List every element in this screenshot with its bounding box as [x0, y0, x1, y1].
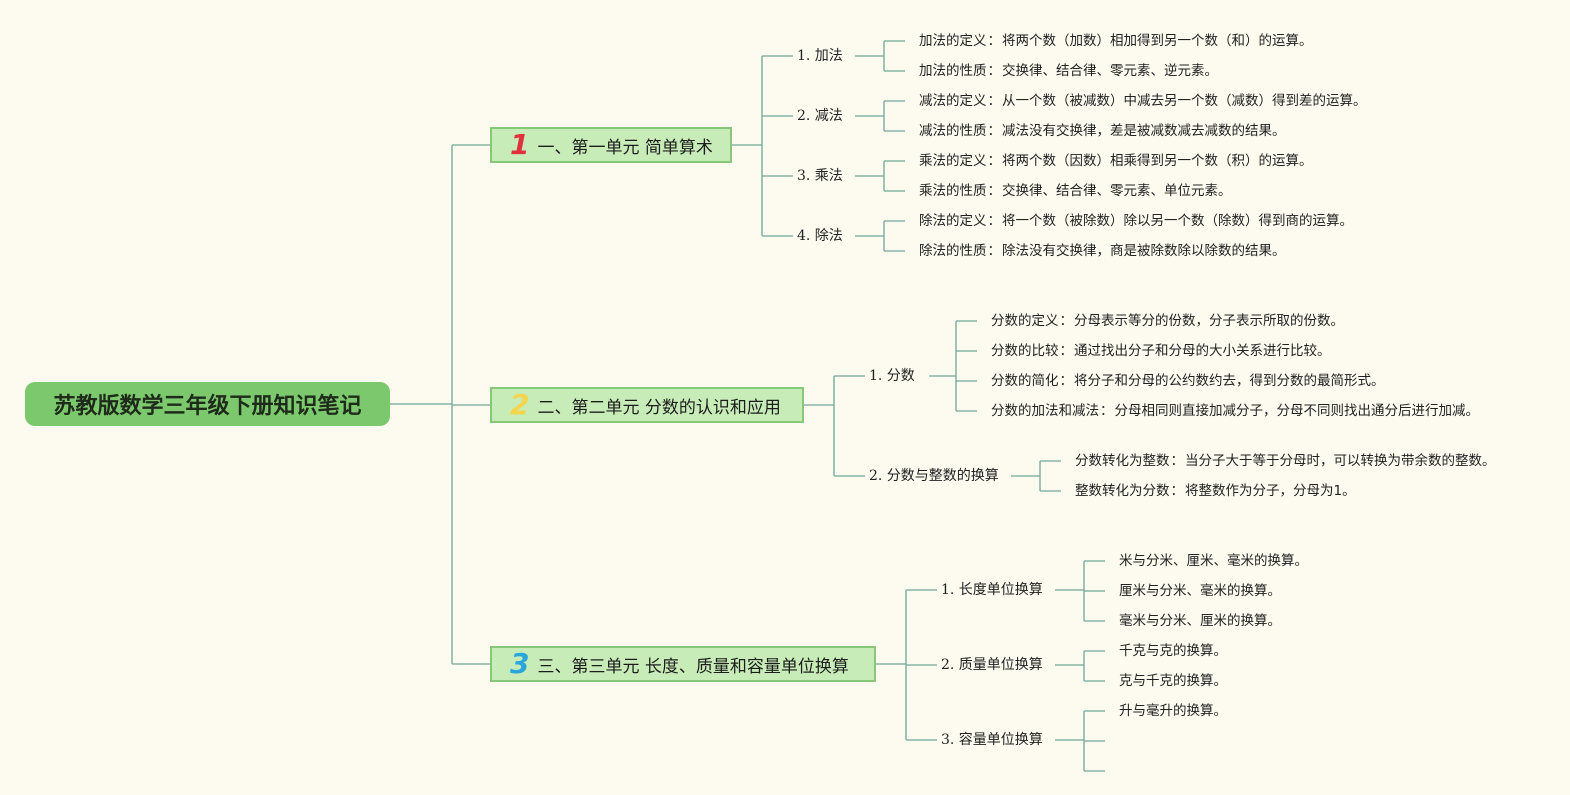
leaf-text: 毫米与分米、厘米的换算。: [1119, 613, 1281, 629]
leaf-key: 减法的定义: [919, 93, 987, 109]
leaf-2-2-2[interactable]: 整数转化为分数：将整数作为分子，分母为1。: [1075, 481, 1356, 501]
leaf-key: 加法的定义: [919, 33, 987, 49]
unit-1-sub-4[interactable]: 4. 除法: [797, 228, 843, 244]
leaf-text: 将两个数（加数）相加得到另一个数（和）的运算。: [1002, 33, 1313, 49]
leaf-text: 克与千克的换算。: [1119, 673, 1227, 689]
leaf-3-1-2[interactable]: 厘米与分米、毫米的换算。: [1119, 581, 1281, 601]
leaf-key: 分数的比较: [991, 343, 1059, 359]
leaf-2-1-1[interactable]: 分数的定义：分母表示等分的份数，分子表示所取的份数。: [991, 311, 1344, 331]
leaf-separator: ：: [987, 33, 1002, 49]
leaf-key: 分数的加法和减法: [991, 403, 1099, 419]
leaf-separator: ：: [1100, 403, 1114, 419]
leaf-2-1-2[interactable]: 分数的比较：通过找出分子和分母的大小关系进行比较。: [991, 341, 1331, 361]
leaf-text: 分母表示等分的份数，分子表示所取的份数。: [1074, 313, 1344, 329]
leaf-key: 加法的性质: [919, 63, 987, 79]
unit-2-sub-2[interactable]: 2. 分数与整数的换算: [869, 468, 999, 484]
unit-3-node[interactable]: 3 三、第三单元 长度、质量和容量单位换算: [490, 646, 876, 682]
leaf-key: 乘法的定义: [919, 153, 987, 169]
leaf-separator: ：: [987, 63, 1002, 79]
leaf-key: 分数的简化: [991, 373, 1059, 389]
leaf-separator: ：: [1059, 373, 1074, 389]
leaf-text: 交换律、结合律、零元素、逆元素。: [1002, 63, 1218, 79]
unit-2-title: 二、第二单元 分数的认识和应用: [537, 397, 781, 418]
leaf-3-1-1[interactable]: 米与分米、厘米、毫米的换算。: [1119, 551, 1308, 571]
unit-1-sub-1[interactable]: 1. 加法: [797, 48, 843, 64]
unit-1-sub-2[interactable]: 2. 减法: [797, 108, 843, 124]
leaf-separator: ：: [987, 213, 1002, 229]
leaf-text: 千克与克的换算。: [1119, 643, 1227, 659]
leaf-3-1-3[interactable]: 毫米与分米、厘米的换算。: [1119, 611, 1281, 631]
unit-2-node[interactable]: 2 二、第二单元 分数的认识和应用: [490, 387, 804, 423]
leaf-2-1-3[interactable]: 分数的简化：将分子和分母的公约数约去，得到分数的最简形式。: [991, 371, 1385, 391]
leaf-text: 交换律、结合律、零元素、单位元素。: [1002, 183, 1232, 199]
leaf-separator: ：: [987, 183, 1002, 199]
leaf-text: 将分子和分母的公约数约去，得到分数的最简形式。: [1074, 373, 1385, 389]
leaf-key: 分数的定义: [991, 313, 1059, 329]
unit-1-number-icon: 1: [510, 128, 530, 161]
leaf-2-1-4[interactable]: 分数的加法和减法：分母相同则直接加减分子，分母不同则找出通分后进行加减。: [991, 401, 1481, 422]
leaf-key: 除法的性质: [919, 243, 987, 259]
leaf-text: 分母相同则直接加减分子，分母不同则找出通分后进行加减。: [1114, 403, 1480, 419]
unit-1-title: 一、第一单元 简单算术: [537, 137, 713, 158]
leaf-separator: ：: [1170, 453, 1185, 469]
leaf-1-4-2[interactable]: 除法的性质：除法没有交换律，商是被除数除以除数的结果。: [919, 241, 1286, 261]
leaf-separator: ：: [1059, 313, 1074, 329]
leaf-key: 减法的性质: [919, 123, 987, 139]
leaf-key: 除法的定义: [919, 213, 987, 229]
leaf-separator: ：: [987, 153, 1002, 169]
leaf-1-2-1[interactable]: 减法的定义：从一个数（被减数）中减去另一个数（减数）得到差的运算。: [919, 91, 1367, 111]
leaf-1-3-2[interactable]: 乘法的性质：交换律、结合律、零元素、单位元素。: [919, 181, 1232, 201]
leaf-1-1-1[interactable]: 加法的定义：将两个数（加数）相加得到另一个数（和）的运算。: [919, 31, 1313, 51]
leaf-separator: ：: [987, 123, 1002, 139]
leaf-2-2-1[interactable]: 分数转化为整数：当分子大于等于分母时，可以转换为带余数的整数。: [1075, 451, 1496, 471]
leaf-1-2-2[interactable]: 减法的性质：减法没有交换律，差是被减数减去减数的结果。: [919, 121, 1286, 141]
root-title: 苏教版数学三年级下册知识笔记: [53, 394, 362, 419]
leaf-1-3-1[interactable]: 乘法的定义：将两个数（因数）相乘得到另一个数（积）的运算。: [919, 151, 1313, 171]
leaf-separator: ：: [987, 243, 1002, 259]
leaf-text: 将两个数（因数）相乘得到另一个数（积）的运算。: [1002, 153, 1313, 169]
leaf-text: 从一个数（被减数）中减去另一个数（减数）得到差的运算。: [1002, 93, 1367, 109]
unit-3-sub-2[interactable]: 2. 质量单位换算: [941, 657, 1043, 673]
leaf-key: 整数转化为分数: [1075, 483, 1170, 499]
unit-3-number-icon: 3: [510, 647, 530, 680]
leaf-text: 除法没有交换律，商是被除数除以除数的结果。: [1002, 243, 1286, 259]
leaf-text: 减法没有交换律，差是被减数减去减数的结果。: [1002, 123, 1286, 139]
leaf-text: 厘米与分米、毫米的换算。: [1119, 583, 1281, 599]
leaf-text: 米与分米、厘米、毫米的换算。: [1119, 553, 1308, 569]
leaf-key: 分数转化为整数: [1075, 453, 1170, 469]
leaf-1-4-1[interactable]: 除法的定义：将一个数（被除数）除以另一个数（除数）得到商的运算。: [919, 211, 1353, 231]
leaf-separator: ：: [1059, 343, 1074, 359]
unit-2-number-icon: 2: [510, 388, 530, 421]
leaf-1-1-2[interactable]: 加法的性质：交换律、结合律、零元素、逆元素。: [919, 61, 1218, 81]
unit-1-sub-3[interactable]: 3. 乘法: [797, 168, 843, 184]
unit-3-title: 三、第三单元 长度、质量和容量单位换算: [537, 656, 849, 677]
root-node[interactable]: 苏教版数学三年级下册知识笔记: [25, 382, 390, 426]
unit-1-node[interactable]: 1 一、第一单元 简单算术: [490, 127, 732, 163]
leaf-separator: ：: [987, 93, 1002, 109]
leaf-separator: ：: [1170, 483, 1185, 499]
leaf-3-2-2[interactable]: 克与千克的换算。: [1119, 671, 1227, 691]
leaf-3-3-1[interactable]: 升与毫升的换算。: [1119, 701, 1227, 721]
leaf-text: 通过找出分子和分母的大小关系进行比较。: [1074, 343, 1331, 359]
unit-3-sub-3[interactable]: 3. 容量单位换算: [941, 732, 1043, 748]
leaf-3-2-1[interactable]: 千克与克的换算。: [1119, 641, 1227, 661]
unit-3-sub-1[interactable]: 1. 长度单位换算: [941, 582, 1043, 598]
leaf-text: 升与毫升的换算。: [1119, 703, 1227, 719]
leaf-key: 乘法的性质: [919, 183, 987, 199]
leaf-text: 当分子大于等于分母时，可以转换为带余数的整数。: [1185, 453, 1496, 469]
leaf-text: 将整数作为分子，分母为1。: [1185, 483, 1356, 499]
unit-2-sub-1[interactable]: 1. 分数: [869, 368, 915, 384]
leaf-text: 将一个数（被除数）除以另一个数（除数）得到商的运算。: [1002, 213, 1353, 229]
